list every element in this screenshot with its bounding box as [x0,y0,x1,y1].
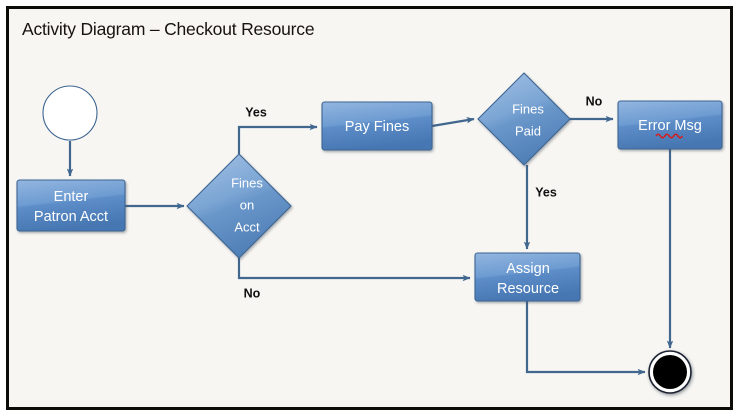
edge-fines-paid-no-to-error-msg: No [570,94,614,123]
node-label-enter-line2: Patron Acct [34,209,108,225]
edge-fines-on-acct-no-to-assign-resource: No [237,258,471,300]
node-label-error-msg: Error Msg [638,118,702,134]
node-fines-paid-decision[interactable]: Fines Paid [477,72,571,166]
node-label-error-msg-part1: Error [638,118,674,134]
node-label-assign-line2: Resource [497,281,559,297]
edge-fines-on-acct-yes-to-pay-fines: Yes [237,105,318,154]
edge-label-no-error-msg: No [586,94,603,108]
node-pay-fines[interactable]: Pay Fines [321,101,433,151]
node-enter-patron-acct[interactable]: Enter Patron Acct [16,179,126,232]
node-label-pay-fines: Pay Fines [345,119,409,135]
node-fines-on-acct-decision[interactable]: Fines on Acct [186,153,292,259]
edge-label-yes-pay-fines: Yes [245,105,267,119]
node-label-fines-paid-line1: Fines [512,101,544,116]
node-start-initial[interactable] [42,85,98,141]
spellcheck-squiggle-icon [655,133,684,139]
page-title: Activity Diagram – Checkout Resource [22,19,315,39]
node-label-fines-paid-line2: Paid [515,123,541,138]
node-label-fines-on-acct-line3: Acct [234,219,260,234]
edge-fines-paid-yes-to-assign-resource: Yes [523,165,557,250]
edge-assign-resource-to-end [525,301,646,376]
node-label-fines-on-acct-line2: on [240,197,254,212]
edge-label-yes-assign-resource: Yes [535,185,557,199]
node-label-assign-line1: Assign [506,261,550,277]
node-label-error-msg-part2: Msg [674,118,701,134]
node-error-msg[interactable]: Error Msg [617,100,723,150]
node-assign-resource[interactable]: Assign Resource [474,252,581,302]
edge-label-no-assign-resource: No [244,286,261,300]
node-label-enter-line1: Enter [54,189,89,205]
node-end-final[interactable] [648,350,692,394]
diagram-frame [6,6,733,410]
node-label-fines-on-acct-line1: Fines [231,175,263,190]
edge-pay-fines-to-fines-paid [431,117,475,128]
